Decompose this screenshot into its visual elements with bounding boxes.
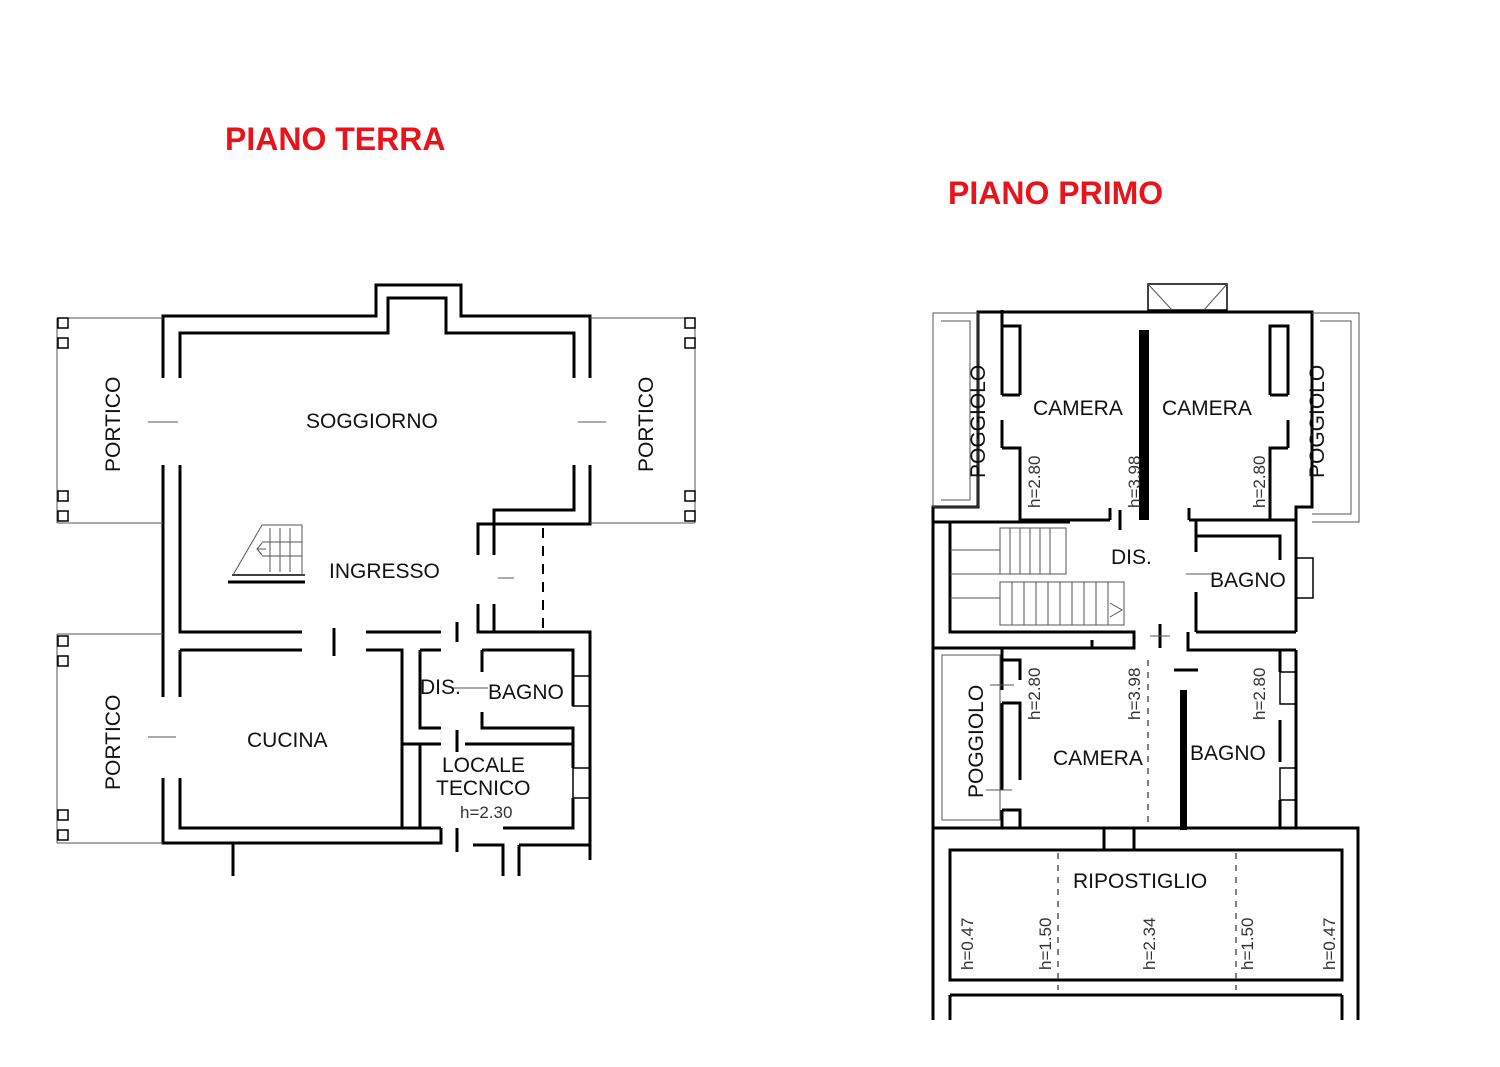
room-label-bagno-bottom: BAGNO	[1190, 742, 1266, 765]
height-label-camera-bottom-a: h=2.80	[1025, 668, 1044, 720]
room-label-camera-right: CAMERA	[1162, 397, 1252, 420]
height-label-ripostiglio-2: h=1.50	[1036, 918, 1055, 970]
ground-floor-title: PIANO TERRA	[225, 121, 445, 157]
height-label-ripostiglio-5: h=0.47	[1320, 918, 1339, 970]
room-label-poggiolo-left-top: POGGIOLO	[967, 365, 990, 478]
height-label-bagno-bottom: h=2.80	[1250, 668, 1269, 720]
room-label-poggiolo-right-top: POGGIOLO	[1306, 365, 1329, 478]
height-label-camera-left-a: h=2.80	[1025, 456, 1044, 508]
height-label-locale: h=2.30	[460, 803, 512, 822]
room-label-bagno-top: BAGNO	[1210, 569, 1286, 592]
height-label-camera-right: h=2.80	[1250, 456, 1269, 508]
room-label-ingresso: INGRESSO	[329, 560, 440, 583]
room-label-dis: DIS.	[420, 676, 461, 699]
height-label-camera-bottom-b: h=3.98	[1125, 668, 1144, 720]
room-label-portico-left-bottom: PORTICO	[102, 695, 125, 790]
room-label-locale-line2: TECNICO	[436, 777, 531, 800]
room-label-camera-left: CAMERA	[1033, 397, 1123, 420]
room-label-dis: DIS.	[1111, 546, 1152, 569]
height-label-camera-left-b: h=3.98	[1125, 456, 1144, 508]
room-label-poggiolo-left-bottom: POGGIOLO	[965, 685, 988, 798]
room-label-portico-left-top: PORTICO	[102, 377, 125, 472]
height-label-ripostiglio-1: h=0.47	[958, 918, 977, 970]
room-label-soggiorno: SOGGIORNO	[306, 410, 438, 433]
room-label-portico-right: PORTICO	[635, 377, 658, 472]
room-label-bagno: BAGNO	[488, 681, 564, 704]
first-floor-stairs	[950, 527, 1125, 626]
room-label-locale-line1: LOCALE	[442, 754, 525, 777]
room-label-camera-bottom: CAMERA	[1053, 747, 1143, 770]
height-label-ripostiglio-4: h=1.50	[1238, 918, 1257, 970]
first-floor-title: PIANO PRIMO	[948, 175, 1163, 211]
first-floor-plan: POGGIOLO POGGIOLO POGGIOLO CAMERA CAMERA…	[931, 283, 1360, 1020]
room-label-ripostiglio: RIPOSTIGLIO	[1073, 870, 1207, 893]
ground-floor-stairs	[228, 524, 305, 584]
height-label-ripostiglio-3: h=2.34	[1140, 918, 1159, 970]
room-label-cucina: CUCINA	[247, 729, 328, 752]
ground-floor-plan: PORTICO PORTICO PORTICO SOGGIORNO INGRES…	[56, 283, 696, 876]
